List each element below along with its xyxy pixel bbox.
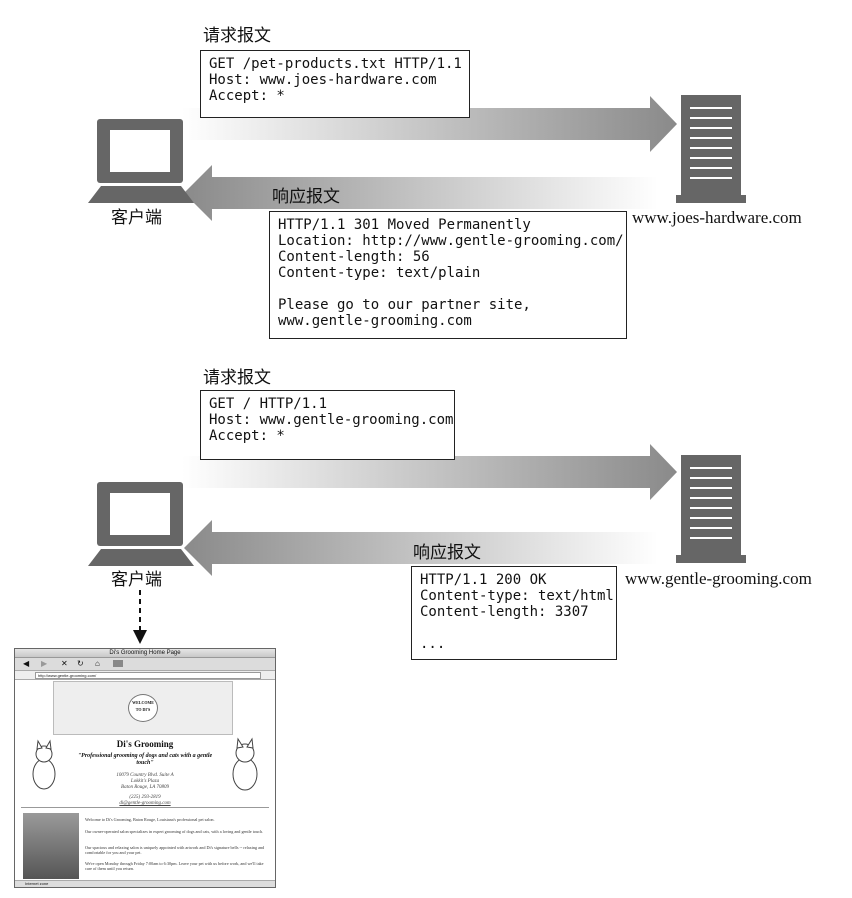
server-hostname: www.gentle-grooming.com bbox=[625, 569, 812, 588]
server-icon bbox=[676, 455, 746, 563]
client-computer-icon bbox=[88, 482, 194, 566]
browser-toolbar: ◀ ▶ ✕ ↻ ⌂ bbox=[15, 658, 275, 671]
address-line: Baton Rouge, LA 70809 bbox=[121, 785, 169, 790]
response-line: Location: http://www.gentle-grooming.com… bbox=[278, 233, 624, 249]
home-icon[interactable]: ⌂ bbox=[95, 659, 100, 668]
body-paragraph: Our spacious and relaxing salon is uniqu… bbox=[85, 845, 265, 855]
back-icon[interactable]: ◀ bbox=[23, 659, 30, 668]
server-icon bbox=[676, 95, 746, 203]
response-line bbox=[278, 281, 618, 297]
stop-icon[interactable]: ✕ bbox=[61, 659, 68, 668]
request-line: Host: www.gentle-grooming.com bbox=[209, 412, 454, 428]
forward-icon[interactable]: ▶ bbox=[41, 659, 48, 668]
client-label: 客户端 bbox=[111, 208, 162, 228]
request-label: 请求报文 bbox=[203, 26, 271, 46]
divider bbox=[21, 807, 269, 808]
response-line bbox=[420, 620, 608, 636]
response-line: Content-type: text/html bbox=[420, 588, 614, 604]
response-line: HTTP/1.1 200 OK bbox=[420, 572, 547, 588]
banner-welcome-badge: WELCOME TO DI'S bbox=[128, 694, 158, 722]
response-arrow-top bbox=[184, 165, 658, 221]
browser-address-bar: http://www.gentle-grooming.com/ bbox=[15, 671, 275, 680]
site-tagline: "Professional grooming of dogs and cats … bbox=[77, 753, 213, 766]
response-line: www.gentle-grooming.com bbox=[278, 313, 472, 329]
cat-icon bbox=[232, 737, 258, 791]
browser-title-bar: Di's Grooming Home Page bbox=[15, 649, 275, 658]
cat-icon bbox=[32, 739, 56, 790]
client-label: 客户端 bbox=[111, 570, 162, 590]
request-line: GET /pet-products.txt HTTP/1.1 bbox=[209, 56, 462, 72]
storefront-photo bbox=[23, 813, 79, 879]
browser-status-bar: Internet zone bbox=[15, 880, 275, 887]
site-banner: WELCOME TO DI'S bbox=[53, 681, 233, 735]
response-arrow-bottom bbox=[184, 520, 658, 576]
email-link[interactable]: di@gentle-grooming.com bbox=[119, 801, 171, 806]
response-message-box: HTTP/1.1 301 Moved Permanently Location:… bbox=[269, 211, 627, 339]
request-line: Accept: * bbox=[209, 428, 285, 444]
dashed-down-arrow bbox=[133, 590, 147, 644]
request-label: 请求报文 bbox=[203, 368, 271, 388]
request-line: Host: www.joes-hardware.com bbox=[209, 72, 437, 88]
address-field[interactable]: http://www.gentle-grooming.com/ bbox=[35, 672, 261, 679]
browser-window: Di's Grooming Home Page ◀ ▶ ✕ ↻ ⌂ http:/… bbox=[14, 648, 276, 888]
request-line: GET / HTTP/1.1 bbox=[209, 396, 328, 412]
response-message-box: HTTP/1.1 200 OK Content-type: text/html … bbox=[411, 566, 617, 660]
response-line: ... bbox=[420, 636, 446, 652]
request-message-box: GET /pet-products.txt HTTP/1.1 Host: www… bbox=[200, 50, 470, 118]
response-line: Content-length: 56 bbox=[278, 249, 430, 265]
cat-illustrations bbox=[32, 737, 258, 791]
server-hostname: www.joes-hardware.com bbox=[632, 208, 802, 227]
phone-text: (225) 293-2819 bbox=[129, 795, 161, 800]
refresh-icon[interactable]: ↻ bbox=[77, 659, 84, 668]
response-line: HTTP/1.1 301 Moved Permanently bbox=[278, 217, 531, 233]
request-line: Accept: * bbox=[209, 88, 285, 104]
client-computer-icon bbox=[88, 119, 194, 203]
body-paragraph: We're open Monday through Friday 7:00am … bbox=[85, 861, 264, 871]
body-paragraph: Welcome to Di's Grooming, Baton Rouge, L… bbox=[85, 817, 215, 822]
response-label: 响应报文 bbox=[413, 543, 481, 563]
site-title: Di's Grooming bbox=[116, 739, 174, 749]
response-line: Please go to our partner site, bbox=[278, 297, 531, 313]
response-line: Content-type: text/plain bbox=[278, 265, 481, 281]
response-label: 响应报文 bbox=[272, 187, 340, 207]
response-line: Content-length: 3307 bbox=[420, 604, 589, 620]
address-line: 10079 Country Blvd. Suite A bbox=[116, 773, 174, 778]
print-icon[interactable] bbox=[113, 660, 123, 667]
address-line: Lokkit's Plaza bbox=[130, 779, 160, 784]
request-message-box: GET / HTTP/1.1 Host: www.gentle-grooming… bbox=[200, 390, 455, 460]
address-block: 10079 Country Blvd. Suite A Lokkit's Pla… bbox=[85, 773, 205, 807]
body-paragraph: Our owner-operated salon specializes in … bbox=[85, 829, 264, 834]
